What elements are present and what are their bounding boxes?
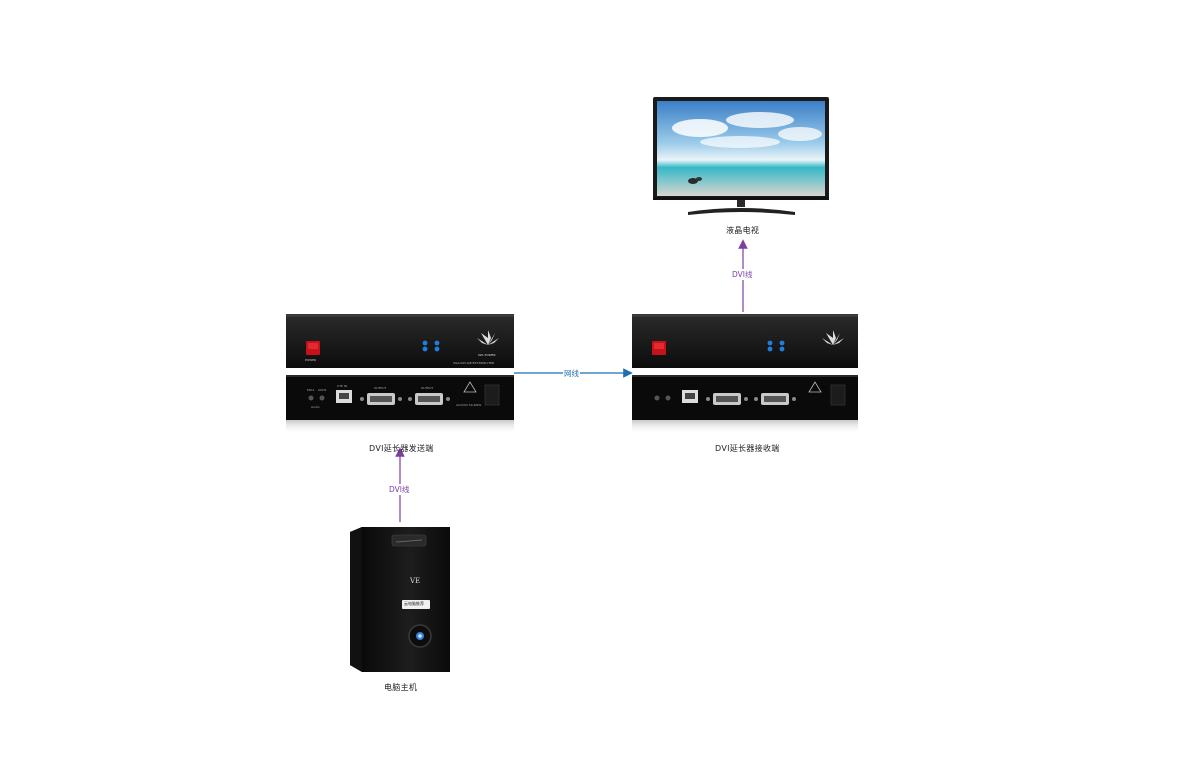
led-icon: [767, 340, 773, 346]
lcd-tv: [653, 97, 829, 215]
output2-label: OUTPUT: [421, 386, 434, 390]
led-icon: [779, 346, 785, 352]
audio2-label: AUD2: [318, 388, 327, 392]
pc-tower: [350, 527, 450, 672]
pc-brand-logo: VE: [410, 577, 421, 585]
tv-caption: 液晶电视: [726, 226, 760, 235]
dvi-extender-receiver: [632, 314, 858, 434]
pc-sender-link-label: DVI线: [388, 484, 411, 495]
led-icon: [434, 340, 440, 346]
pc-badge: [402, 600, 430, 609]
led-icon: [422, 346, 428, 352]
receiver-caption: DVI延长器接收端: [715, 444, 780, 453]
brand-logo-icon: [822, 330, 844, 345]
power-spec-label: AC220V 50-60Hz: [456, 403, 482, 407]
brand-logo-icon: [477, 330, 499, 345]
led-icon: [422, 340, 428, 346]
sender-receiver-link-label: 网线: [563, 368, 580, 379]
receiver-tv-link-label: DVI线: [731, 269, 754, 280]
audio1-label: MIC1: [307, 388, 315, 392]
dvi-extender-sender: [286, 314, 514, 434]
warning-icon: [808, 381, 822, 393]
model-label: VGA-DVI-4/8 EXT-MOD-HDR: [453, 361, 495, 365]
led-icon: [767, 346, 773, 352]
sender-caption: DVI延长器发送端: [369, 444, 434, 453]
lan-label: UTP IN: [337, 384, 347, 388]
audio-caption: Audio: [311, 405, 320, 409]
warning-icon: [463, 381, 477, 393]
pc-caption: 电脑主机: [384, 683, 418, 692]
brand-label: SZL-TOWER: [478, 353, 496, 357]
output1-label: OUTPUT: [374, 386, 387, 390]
power-label: POWER: [305, 358, 317, 362]
led-icon: [434, 346, 440, 352]
led-icon: [779, 340, 785, 346]
pc-badge-text: 云电脑推荐: [404, 601, 424, 606]
